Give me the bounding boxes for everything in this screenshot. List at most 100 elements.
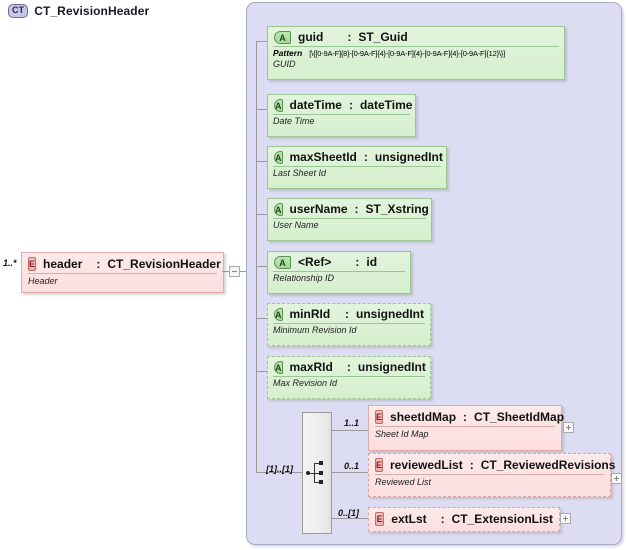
element-reviewedlist[interactable]: E reviewedList : CT_ReviewedRevisions Re… (368, 453, 615, 497)
attribute-ref-typesep: : (355, 255, 360, 269)
element-sheetidmap-row: E sheetIdMap : CT_SheetIdMap (369, 406, 565, 426)
connector-sheetidmap (332, 430, 368, 431)
connector-extlst (332, 518, 368, 519)
attribute-maxsheetid-type: unsignedInt (374, 150, 443, 164)
attribute-maxsheetid-name: maxSheetId (289, 150, 357, 164)
expand-toggle-sheetidmap[interactable] (563, 422, 574, 433)
element-header-doc: Header (28, 276, 58, 286)
attr-branch-0 (256, 41, 268, 42)
attribute-guid[interactable]: A guid : ST_Guid Pattern [\{[0-9A-F]{8}-… (267, 26, 565, 80)
element-header[interactable]: E header : CT_RevisionHeader Header (21, 252, 224, 293)
facet-label: Pattern (273, 48, 303, 58)
attribute-datetime[interactable]: A dateTime : dateTime Date Time (267, 94, 416, 137)
divider (273, 376, 425, 377)
divider (273, 114, 410, 115)
divider (28, 273, 217, 274)
attribute-guid-typesep: : (347, 30, 352, 44)
attribute-icon: A (274, 98, 283, 112)
connector-into-sequence (256, 472, 302, 473)
complextype-icon: CT (8, 4, 29, 18)
divider (273, 323, 425, 324)
attribute-username-typesep: : (354, 202, 359, 216)
attribute-datetime-doc: Date Time (273, 116, 315, 126)
attribute-minrid-name: minRId (289, 307, 331, 321)
attribute-icon: A (274, 150, 283, 164)
attr-branch-3 (256, 214, 268, 215)
attribute-guid-row: A guid : ST_Guid (268, 27, 564, 46)
element-reviewedlist-doc: Reviewed List (375, 477, 432, 487)
attr-branch-5 (256, 318, 268, 319)
attribute-minrid[interactable]: A minRId : unsignedInt Minimum Revision … (267, 303, 431, 346)
attribute-datetime-name: dateTime (289, 98, 342, 112)
sequence-compositor-icon (306, 461, 328, 485)
element-reviewedlist-type: CT_ReviewedRevisions (480, 457, 616, 472)
attribute-username[interactable]: A userName : ST_Xstring User Name (267, 198, 432, 241)
attribute-maxrid-name: maxRId (289, 360, 333, 374)
divider (273, 166, 441, 167)
collapse-toggle-header[interactable] (229, 266, 240, 277)
attr-branch-4 (256, 266, 268, 267)
attribute-username-doc: User Name (273, 220, 319, 230)
attribute-icon: A (274, 202, 283, 216)
attribute-maxrid[interactable]: A maxRId : unsignedInt Max Revision Id (267, 356, 431, 399)
attribute-maxsheetid-doc: Last Sheet Id (273, 168, 327, 178)
attribute-guid-name: guid (298, 30, 324, 44)
element-reviewedlist-name: reviewedList (390, 457, 463, 472)
attribute-username-row: A userName : ST_Xstring (268, 199, 431, 218)
attribute-ref-name: <Ref> (298, 255, 332, 269)
divider (375, 426, 555, 427)
element-sheetidmap-type: CT_SheetIdMap (474, 409, 565, 424)
page-title: CT_RevisionHeader (34, 4, 150, 18)
attribute-maxsheetid-row: A maxSheetId : unsignedInt (268, 147, 446, 166)
element-sheetidmap[interactable]: E sheetIdMap : CT_SheetIdMap Sheet Id Ma… (368, 405, 565, 451)
attribute-maxrid-doc: Max Revision Id (273, 378, 338, 388)
attribute-username-type: ST_Xstring (365, 202, 429, 216)
attribute-maxsheetid-typesep: : (363, 150, 368, 164)
attribute-ref-row: A <Ref> : id (268, 252, 410, 271)
element-extlst-name: extLst (391, 511, 427, 526)
cardinality-extlst: 0..[1] (338, 508, 360, 518)
element-header-type: CT_RevisionHeader (107, 256, 221, 271)
element-extlst-type: CT_ExtensionList (451, 511, 553, 526)
connector-reviewedlist (332, 472, 368, 473)
element-sheetidmap-typesep: : (463, 409, 468, 424)
attribute-ref-type: id (366, 255, 378, 269)
attribute-minrid-row: A minRId : unsignedInt (268, 304, 430, 323)
facet-value: [\{[0-9A-F]{8}-[0-9A-F]{4}-[0-9A-F]{4}-[… (309, 49, 505, 58)
attribute-maxrid-type: unsignedInt (357, 360, 426, 374)
attribute-maxsheetid[interactable]: A maxSheetId : unsignedInt Last Sheet Id (267, 146, 447, 189)
element-reviewedlist-row: E reviewedList : CT_ReviewedRevisions (369, 454, 615, 474)
element-sheetidmap-doc: Sheet Id Map (375, 429, 429, 439)
element-reviewedlist-typesep: : (469, 457, 474, 472)
attribute-maxrid-typesep: : (346, 360, 351, 374)
element-extlst-typesep: : (440, 511, 445, 526)
element-header-name: header (43, 256, 83, 271)
attribute-icon: A (274, 255, 291, 269)
attribute-icon: A (274, 307, 283, 321)
element-extlst[interactable]: E extLst : CT_ExtensionList (368, 507, 560, 532)
attr-branch-2 (256, 161, 268, 162)
expand-toggle-extlst[interactable] (560, 513, 571, 524)
attr-branch-6 (256, 371, 268, 372)
attribute-minrid-type: unsignedInt (356, 307, 424, 321)
element-icon: E (375, 457, 384, 472)
sequence-cardinality: [1]..[1] (266, 464, 293, 474)
attribute-minrid-doc: Minimum Revision Id (273, 325, 357, 335)
connector-header-out (222, 271, 230, 272)
attribute-ref[interactable]: A <Ref> : id Relationship ID (267, 251, 411, 294)
attribute-datetime-row: A dateTime : dateTime (268, 95, 415, 114)
divider (273, 46, 559, 47)
attribute-datetime-type: dateTime (359, 98, 413, 112)
expand-toggle-reviewedlist[interactable] (611, 473, 622, 484)
attr-tree-spine (256, 41, 257, 371)
attribute-ref-doc: Relationship ID (273, 273, 335, 283)
complextype-title-row: CT CT_RevisionHeader (8, 4, 149, 18)
element-header-row: E header : CT_RevisionHeader (22, 253, 223, 273)
attr-branch-1 (256, 109, 268, 110)
attribute-guid-type: ST_Guid (358, 30, 408, 44)
element-icon: E (375, 511, 385, 526)
element-sheetidmap-name: sheetIdMap (390, 409, 457, 424)
element-extlst-row: E extLst : CT_ExtensionList (369, 508, 559, 528)
element-icon: E (375, 409, 384, 424)
